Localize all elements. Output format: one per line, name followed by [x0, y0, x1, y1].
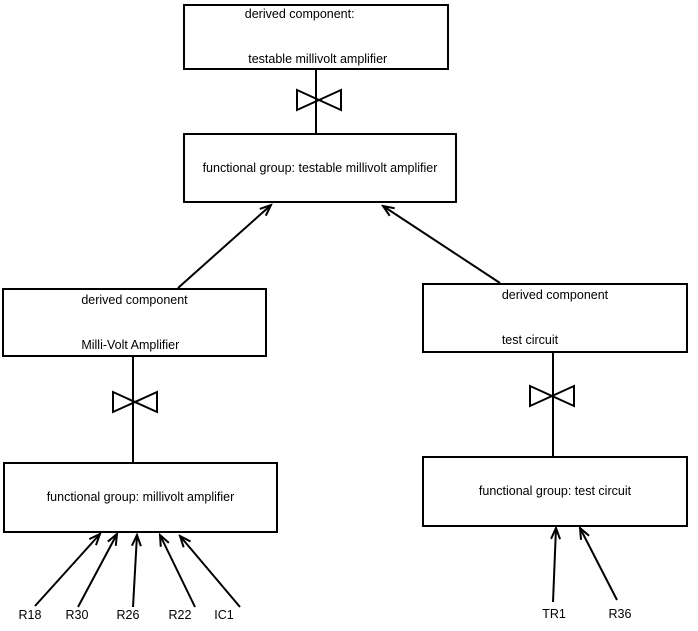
arrow-right-derived-to-mid [383, 206, 501, 284]
node-label: functional group: test circuit [478, 484, 632, 498]
arrow-r30 [77, 534, 117, 608]
node-functional-group-testable-millivolt-amplifier: functional group: testable millivolt amp… [183, 133, 457, 203]
node-label: derived component: testable millivolt am… [245, 0, 387, 97]
component-label-ic1: IC1 [214, 608, 234, 622]
node-label-line: Milli-Volt Amplifier [81, 337, 180, 352]
arrow-left-derived-to-mid [177, 205, 271, 289]
node-functional-group-test-circuit: functional group: test circuit [422, 456, 688, 527]
node-label-line: derived component: [244, 7, 355, 21]
arrow-r36 [580, 528, 618, 601]
node-label-line: derived component [81, 292, 188, 307]
node-derived-test-circuit: derived component test circuit [422, 283, 688, 353]
arrow-ic1 [180, 536, 241, 608]
arrow-tr1 [553, 528, 556, 603]
node-label: functional group: testable millivolt amp… [202, 160, 438, 175]
node-label-line: test circuit [501, 333, 559, 347]
node-label-line: derived component [501, 288, 609, 302]
arrow-r26 [133, 535, 137, 608]
component-label-r30: R30 [65, 608, 89, 622]
node-label: derived component Milli-Volt Amplifier [81, 263, 187, 383]
node-derived-testable-millivolt-amplifier: derived component: testable millivolt am… [183, 4, 449, 70]
component-label-tr1: TR1 [542, 607, 566, 621]
component-label-r18: R18 [18, 608, 42, 622]
component-label-r22: R22 [168, 608, 192, 622]
component-label-r26: R26 [116, 608, 140, 622]
node-derived-milli-volt-amplifier: derived component Milli-Volt Amplifier [2, 288, 267, 357]
arrow-r18 [34, 534, 100, 607]
bowtie-icon [296, 88, 342, 112]
node-functional-group-millivolt-amplifier: functional group: millivolt amplifier [3, 462, 278, 533]
node-label: derived component test circuit [502, 258, 608, 378]
bowtie-icon [529, 384, 575, 408]
component-label-r36: R36 [608, 607, 632, 621]
bowtie-icon [112, 390, 158, 414]
node-label: functional group: millivolt amplifier [46, 490, 235, 504]
node-label-line: testable millivolt amplifier [244, 52, 388, 66]
arrow-r22 [160, 535, 196, 608]
